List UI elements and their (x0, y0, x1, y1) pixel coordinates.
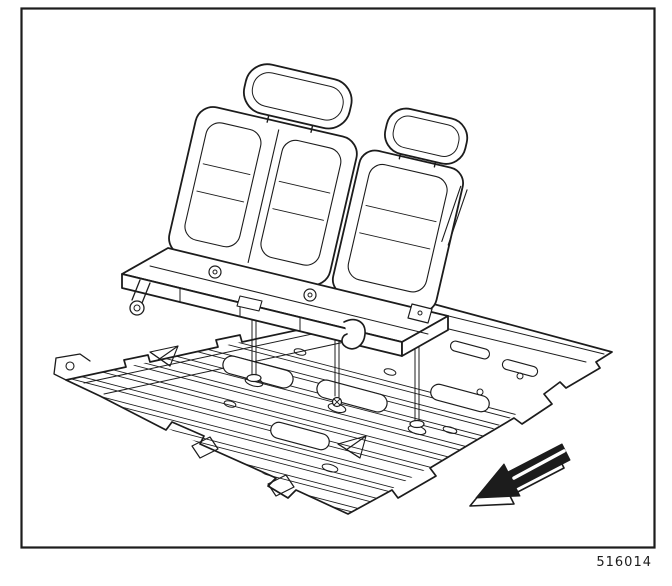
latch-hook-icon (341, 318, 366, 350)
gusset-mark-icon (149, 345, 367, 459)
roller-leg (129, 279, 151, 316)
headrest-left (243, 63, 353, 133)
direction-arrow-icon (469, 443, 571, 507)
seat-backrest (168, 63, 469, 314)
mount-foot-left (246, 373, 262, 383)
seat-assembly (121, 63, 469, 357)
mounting-guide-lines (246, 309, 425, 429)
headrest-right (384, 107, 469, 168)
mount-foot-right (409, 419, 425, 429)
seat-base-frame (121, 247, 449, 357)
figure-code-label: 516014 (596, 555, 652, 570)
illustration-border (20, 7, 656, 549)
seatbelt-strap (441, 185, 468, 246)
mount-bolt-icon (331, 396, 343, 408)
